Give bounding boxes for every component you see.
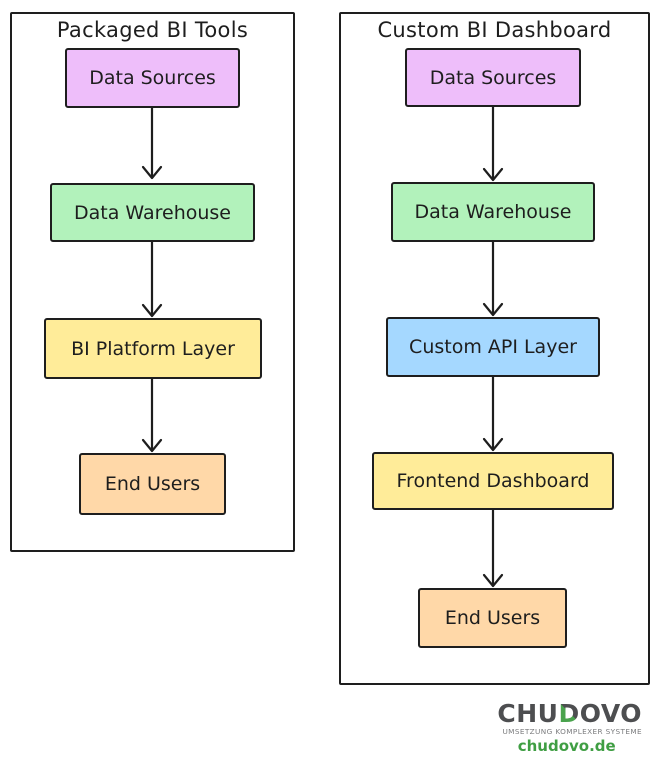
wordmark-left: CHU <box>497 699 559 728</box>
node-label: BI Platform Layer <box>71 337 235 360</box>
flow-arrow <box>480 240 506 318</box>
chudovo-wordmark: CHUDOVO <box>497 701 642 726</box>
flow-arrow <box>480 508 506 589</box>
node-label: Frontend Dashboard <box>396 470 590 492</box>
node-bi-platform-layer: BI Platform Layer <box>44 318 262 379</box>
node-label: Data Sources <box>429 66 557 89</box>
chudovo-logo: CHUDOVO UMSETZUNG KOMPLEXER SYSTEME chud… <box>497 701 642 754</box>
node-frontend-dashboard: Frontend Dashboard <box>372 452 614 510</box>
node-label: Data Sources <box>89 67 216 89</box>
logo-tagline: UMSETZUNG KOMPLEXER SYSTEME <box>502 727 642 736</box>
node-label: End Users <box>444 607 541 629</box>
node-data-sources: Data Sources <box>405 48 581 107</box>
panel-packaged-bi-tools: Packaged BI Tools Data Sources Data Ware… <box>10 12 295 552</box>
website-link[interactable]: chudovo.de <box>517 737 616 756</box>
node-data-warehouse: Data Warehouse <box>391 182 595 242</box>
wordmark-green-d: D <box>558 699 580 728</box>
flow-arrow <box>480 105 506 183</box>
node-label: Data Warehouse <box>73 201 231 224</box>
node-label: Data Warehouse <box>414 201 572 223</box>
node-label: Custom API Layer <box>409 336 577 358</box>
node-data-warehouse: Data Warehouse <box>50 183 255 242</box>
flow-arrow <box>139 106 165 181</box>
node-data-sources: Data Sources <box>65 48 240 108</box>
flow-arrow <box>139 240 165 319</box>
wordmark-right: OVO <box>579 699 642 728</box>
node-custom-api-layer: Custom API Layer <box>386 317 600 377</box>
node-end-users: End Users <box>79 453 226 515</box>
flow-arrow <box>480 375 506 453</box>
node-end-users: End Users <box>418 588 567 648</box>
panel-title: Packaged BI Tools <box>56 18 249 42</box>
panel-custom-bi-dashboard: Custom BI Dashboard Data Sources Data Wa… <box>339 12 650 685</box>
node-label: End Users <box>104 473 201 495</box>
flow-arrow <box>139 377 165 454</box>
panel-title: Custom BI Dashboard <box>377 18 612 42</box>
